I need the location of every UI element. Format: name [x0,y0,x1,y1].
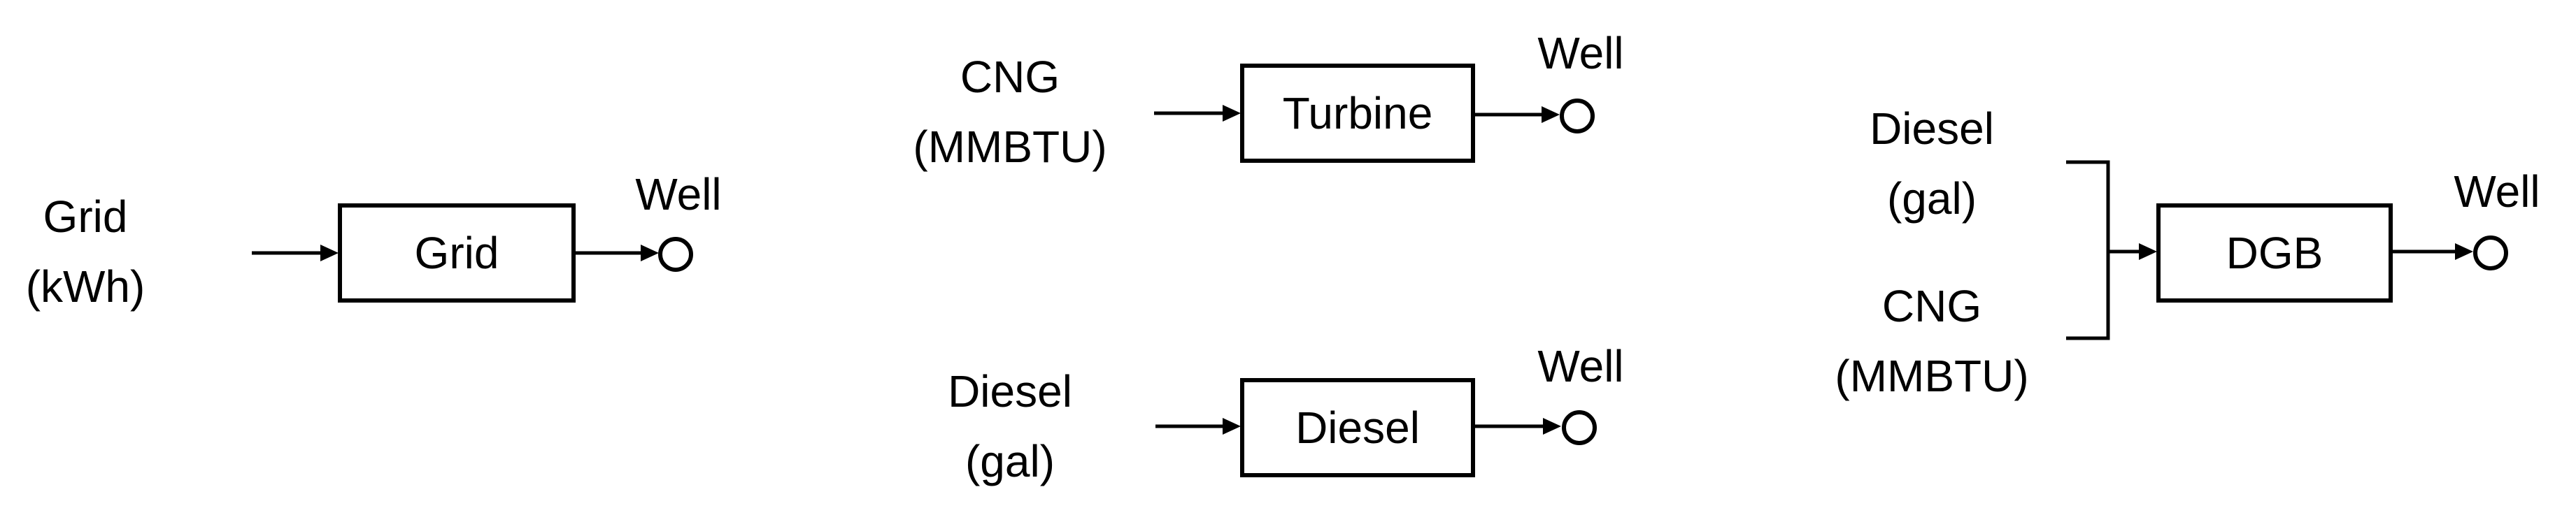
diesel-input-label-line2: (gal) [965,436,1055,486]
dgb-output-arrowhead [2455,243,2473,260]
grid-output-arrowhead [641,245,659,261]
grid-system: Grid (kWh) Grid Well [26,169,722,312]
dgb-input-a-label-line1: Diesel [1870,103,1994,154]
dgb-system: Diesel (gal) CNG (MMBTU) DGB Well [1835,103,2540,401]
dgb-input-bracket [2066,160,2110,340]
diesel-well-node [1562,410,1597,445]
grid-input-arrowhead [320,245,339,261]
dgb-box-label: DGB [2226,228,2324,278]
dgb-well-label: Well [2454,166,2540,217]
turbine-system: CNG (MMBTU) Turbine Well [913,28,1623,172]
grid-box-label: Grid [415,228,499,278]
grid-well-label: Well [635,169,721,219]
dgb-input-a-label-line2: (gal) [1887,173,1977,224]
turbine-output-arrowhead [1542,106,1560,123]
dgb-well-node [2473,235,2508,270]
diesel-box [1240,378,1475,477]
turbine-input-arrowhead [1223,105,1241,122]
diesel-input-arrowhead [1223,418,1241,435]
turbine-input-label-line2: (MMBTU) [913,122,1106,172]
grid-well-node [658,237,693,272]
turbine-input-label-line1: CNG [960,52,1060,102]
dgb-input-b-label-line1: CNG [1882,281,1981,331]
grid-input-label-line1: Grid [43,191,128,242]
turbine-well-node [1560,99,1595,133]
diesel-output-arrowhead [1543,418,1561,435]
diesel-well-label: Well [1537,341,1623,391]
turbine-box-label: Turbine [1283,88,1433,138]
diesel-system: Diesel (gal) Diesel Well [948,341,1624,486]
dgb-input-b-label-line2: (MMBTU) [1835,351,2028,401]
diesel-input-label-line1: Diesel [948,366,1072,416]
turbine-well-label: Well [1537,28,1623,78]
dgb-box [2156,203,2393,303]
diesel-box-label: Diesel [1295,403,1420,453]
dgb-input-arrowhead [2139,243,2157,260]
turbine-box [1240,64,1475,163]
grid-input-label-line2: (kWh) [26,261,145,312]
